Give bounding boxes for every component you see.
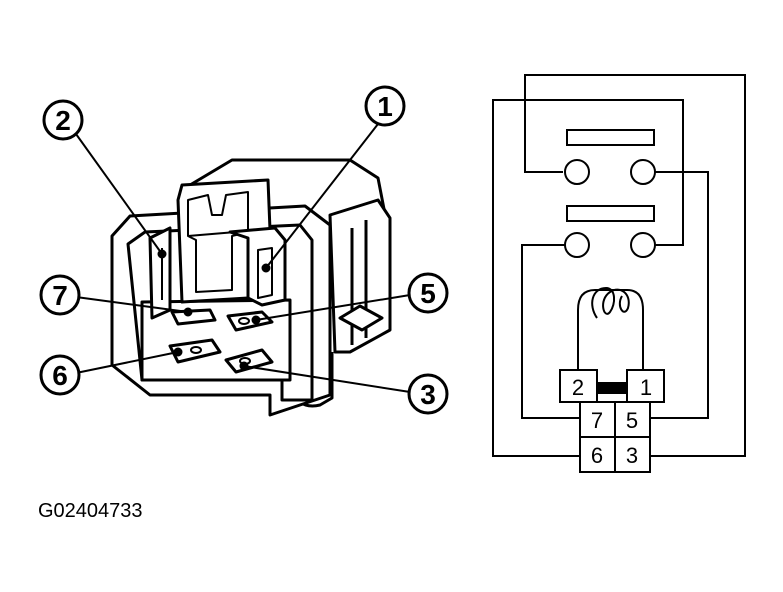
wire-outer-left xyxy=(492,99,684,457)
callout-2: 2 xyxy=(42,99,84,141)
coil-outline xyxy=(577,289,644,372)
coil-connector-bar xyxy=(596,382,628,394)
contact-upper-right xyxy=(630,159,656,185)
coil-pin-1-label: 1 xyxy=(640,375,652,400)
callout-3: 3 xyxy=(407,373,449,415)
terminal-3-label: 3 xyxy=(626,443,638,468)
contact-lower-right xyxy=(630,232,656,258)
terminal-5-label: 5 xyxy=(626,408,638,433)
contact-bar-lower xyxy=(566,205,655,222)
terminal-6-label: 6 xyxy=(591,443,603,468)
terminal-7-label: 7 xyxy=(591,408,603,433)
callout-5-label: 5 xyxy=(420,278,436,309)
wire-to-7 xyxy=(521,244,580,419)
wire-outer-right xyxy=(524,74,746,457)
coil-winding xyxy=(591,286,630,319)
relay-drawing xyxy=(110,158,392,417)
callout-2-label: 2 xyxy=(55,105,71,136)
contact-lower-left xyxy=(564,232,590,258)
coil-pin-2-label: 2 xyxy=(572,375,584,400)
callout-1-label: 1 xyxy=(377,91,393,122)
callout-5: 5 xyxy=(407,272,449,314)
callout-leaders xyxy=(75,123,411,393)
contact-bar-upper xyxy=(566,129,655,146)
terminal-cell-7 xyxy=(579,401,616,438)
callout-7-label: 7 xyxy=(52,280,68,311)
terminal-cell-6 xyxy=(579,436,616,473)
figure-code: G02404733 xyxy=(38,500,143,522)
callout-6: 6 xyxy=(39,354,81,396)
wire-to-5 xyxy=(647,171,709,419)
terminal-cell-3 xyxy=(614,436,651,473)
callout-6-label: 6 xyxy=(52,360,68,391)
contact-upper-left xyxy=(564,159,590,185)
relay-schematic xyxy=(492,74,746,473)
callout-1: 1 xyxy=(364,85,406,127)
callout-3-label: 3 xyxy=(420,379,436,410)
callout-7: 7 xyxy=(39,274,81,316)
